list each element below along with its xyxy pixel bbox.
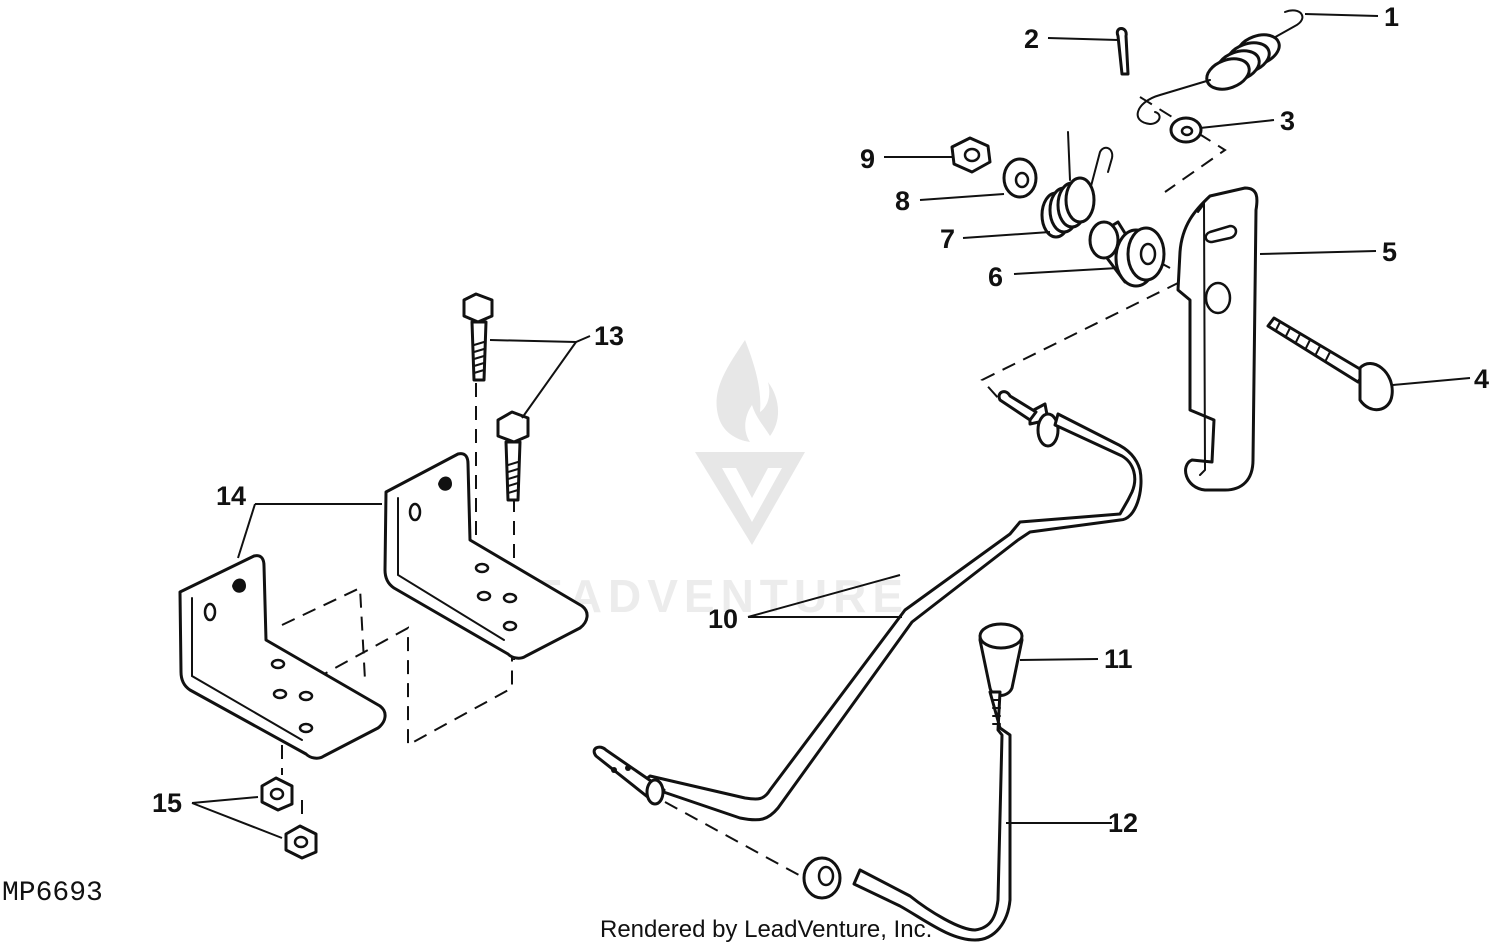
- watermark-logo: LEADVENTURE: [498, 340, 903, 622]
- shift-knob: [978, 622, 1024, 697]
- angle-brackets: [178, 452, 589, 760]
- callout-12: 12: [1108, 808, 1138, 838]
- lever-plate: [1176, 186, 1259, 492]
- callout-8: 8: [895, 186, 910, 216]
- callout-10: 10: [708, 604, 738, 634]
- cotter-pin: [1115, 27, 1130, 76]
- carriage-bolt: [1266, 316, 1394, 411]
- callout-3: 3: [1280, 106, 1295, 136]
- diagram-code: MP6693: [2, 878, 103, 909]
- lock-nut: [950, 136, 992, 174]
- callout-5: 5: [1382, 237, 1397, 267]
- torsion-spring: [1040, 131, 1114, 239]
- callout-15: 15: [152, 788, 182, 818]
- hex-nuts: [260, 776, 318, 860]
- extension-spring: [1136, 9, 1304, 126]
- callout-11: 11: [1104, 644, 1133, 674]
- flat-washer: [1002, 157, 1038, 199]
- render-credit: Rendered by LeadVenture, Inc.: [600, 916, 933, 943]
- callout-numbers: 1 2 3 4 5 6 7 8 9 10 11 12 13 14 15: [152, 2, 1489, 838]
- bushing: [1088, 220, 1166, 288]
- leader-lines: [191, 13, 1471, 839]
- callout-14: 14: [216, 481, 246, 511]
- callout-9: 9: [860, 144, 875, 174]
- callout-13: 13: [594, 321, 624, 351]
- hex-bolts: [462, 292, 530, 502]
- callout-2: 2: [1024, 24, 1039, 54]
- shift-rod: [592, 390, 1143, 822]
- callout-4: 4: [1474, 364, 1489, 394]
- spring-washer: [1169, 116, 1203, 144]
- callout-7: 7: [940, 224, 955, 254]
- callout-6: 6: [988, 262, 1003, 292]
- shift-lever: [802, 690, 1012, 942]
- callout-1: 1: [1384, 2, 1399, 32]
